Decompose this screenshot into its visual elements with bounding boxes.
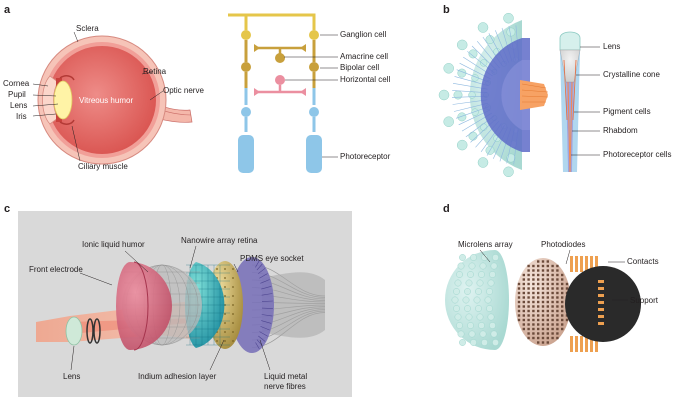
front-electrode-hemisphere bbox=[116, 262, 172, 350]
photoreceptor-body-right bbox=[306, 135, 322, 173]
panel-letter-a: a bbox=[4, 4, 11, 16]
label-lens: Lens bbox=[10, 101, 28, 110]
label-microlens-array: Microlens array bbox=[458, 240, 513, 249]
label-lens-c: Lens bbox=[63, 372, 81, 381]
label-indium-adhesion-layer: Indium adhesion layer bbox=[138, 372, 217, 381]
panel-letter-b: b bbox=[443, 4, 450, 16]
label-liquid-metal: Liquid metal bbox=[264, 372, 308, 381]
amacrine-cell bbox=[254, 44, 306, 63]
label-pdms-eye-socket: PDMS eye socket bbox=[240, 254, 304, 263]
label-optic-nerve: Optic nerve bbox=[163, 86, 204, 95]
label-front-electrode: Front electrode bbox=[29, 265, 83, 274]
label-ciliary-muscle: Ciliary muscle bbox=[78, 162, 128, 171]
photoreceptor-node-left bbox=[241, 107, 251, 117]
label-photoreceptor: Photoreceptor bbox=[340, 152, 391, 161]
ommatidium-lens bbox=[559, 31, 581, 51]
label-crystalline-cone: Crystalline cone bbox=[603, 70, 660, 79]
lens-element bbox=[65, 316, 83, 346]
contacts-bottom bbox=[570, 336, 598, 352]
horizontal-cell bbox=[254, 75, 306, 96]
bipolar-cell-left bbox=[241, 62, 251, 72]
label-retina: Retina bbox=[143, 67, 167, 76]
label-horizontal-cell: Horizontal cell bbox=[340, 75, 391, 84]
contacts-top bbox=[570, 256, 598, 272]
lens-shape bbox=[53, 80, 73, 120]
photoreceptor-body-left bbox=[238, 135, 254, 173]
label-pigment-cells: Pigment cells bbox=[603, 107, 651, 116]
panel-d-hemispherical-camera bbox=[445, 249, 641, 352]
label-photoreceptor-cells: Photoreceptor cells bbox=[603, 150, 672, 159]
label-ganglion-cell: Ganglion cell bbox=[340, 30, 387, 39]
panel-c-artificial-eye bbox=[18, 211, 352, 397]
panel-a-retina-circuit bbox=[228, 13, 338, 173]
panel-letter-d: d bbox=[443, 203, 450, 215]
bipolar-cell-right bbox=[309, 62, 319, 72]
label-ionic-liquid-humor: Ionic liquid humor bbox=[82, 240, 145, 249]
label-contacts: Contacts bbox=[627, 257, 659, 266]
left-neuron-column bbox=[238, 30, 254, 173]
vitreous-humor-shape bbox=[48, 46, 156, 154]
label-nerve-fibres: nerve fibres bbox=[264, 382, 306, 391]
right-neuron-column bbox=[306, 30, 322, 173]
pdms-eye-socket-shape bbox=[230, 257, 274, 353]
label-cornea: Cornea bbox=[3, 79, 30, 88]
panel-a-eye-diagram bbox=[32, 31, 193, 165]
label-iris: Iris bbox=[16, 112, 27, 121]
panel-letter-c: c bbox=[4, 203, 11, 215]
label-vitreous-humor: Vitreous humor bbox=[79, 96, 134, 105]
ganglion-cell-left bbox=[241, 30, 251, 40]
label-support: Support bbox=[630, 296, 659, 305]
photoreceptor-node-right bbox=[309, 107, 319, 117]
label-pupil: Pupil bbox=[8, 90, 26, 99]
label-nanowire-array-retina: Nanowire array retina bbox=[181, 236, 258, 245]
optic-bundle bbox=[520, 80, 548, 110]
label-rhabdom: Rhabdom bbox=[603, 126, 638, 135]
label-sclera: Sclera bbox=[76, 24, 99, 33]
label-ommatidium-lens: Lens bbox=[603, 42, 621, 51]
ganglion-cell-right bbox=[309, 30, 319, 40]
label-bipolar-cell: Bipolar cell bbox=[340, 63, 380, 72]
panel-b-ommatidium bbox=[559, 31, 600, 173]
label-amacrine-cell: Amacrine cell bbox=[340, 52, 389, 61]
label-photodiodes: Photodiodes bbox=[541, 240, 586, 249]
panel-b-compound-eye bbox=[438, 12, 549, 178]
